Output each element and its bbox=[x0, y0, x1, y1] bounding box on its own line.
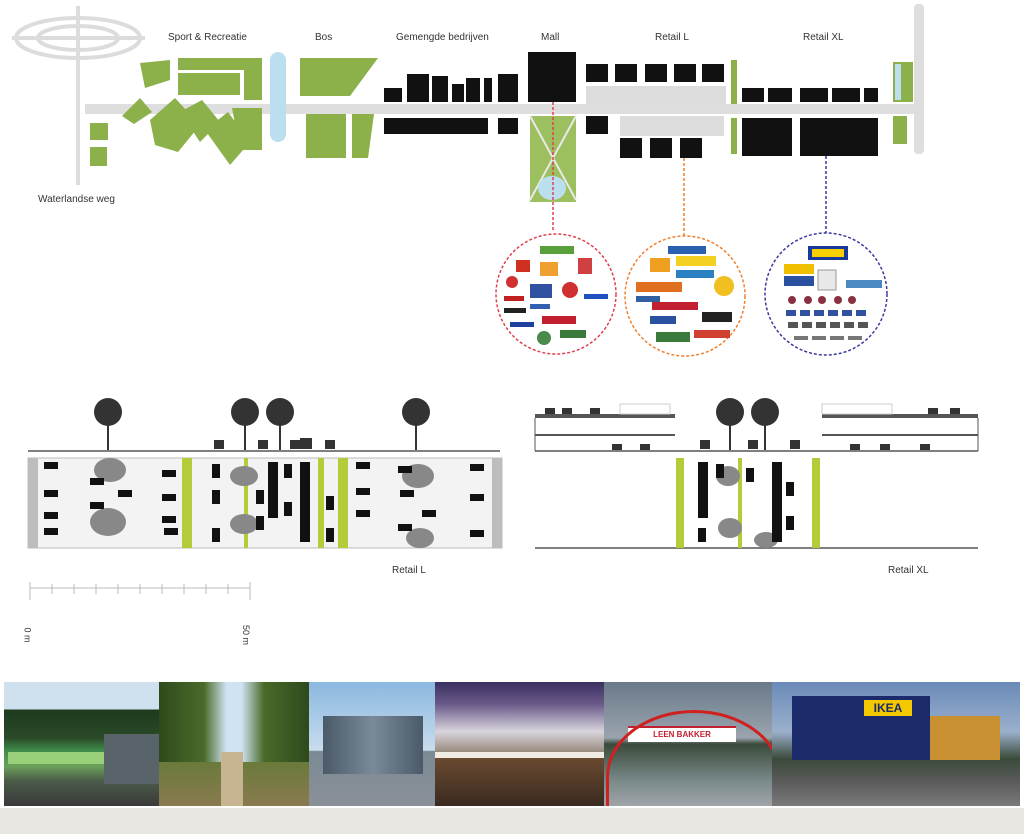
right-road bbox=[914, 4, 924, 154]
photo-mall-interior bbox=[435, 682, 604, 806]
zone-label-mall: Mall bbox=[541, 32, 560, 43]
footer-strip bbox=[0, 808, 1024, 834]
zone-label-retail-l: Retail L bbox=[655, 32, 689, 43]
section-retail-xl bbox=[534, 398, 979, 549]
forest-blocks bbox=[300, 58, 378, 158]
section-retail-l bbox=[27, 398, 503, 549]
photo-forest-path bbox=[159, 682, 309, 806]
retail-xl-brands-circle bbox=[764, 232, 888, 356]
green-strip bbox=[731, 60, 737, 104]
retail-l-blocks bbox=[586, 64, 726, 158]
photo-glass-building bbox=[309, 682, 435, 806]
mall-block bbox=[528, 52, 576, 102]
photo-ikea-store: IKEA bbox=[772, 682, 1020, 806]
tree-icon bbox=[751, 398, 779, 450]
photo-sport-field bbox=[4, 682, 159, 806]
mall-brands-circle bbox=[495, 233, 617, 355]
scale-bar bbox=[29, 582, 251, 600]
zone-label-bos: Bos bbox=[315, 32, 333, 43]
tree-icon bbox=[716, 398, 744, 450]
tree-icon bbox=[266, 398, 294, 450]
zone-label-mixed: Gemengde bedrijven bbox=[396, 32, 489, 43]
main-road bbox=[85, 104, 915, 114]
leen-bakker-logo bbox=[652, 302, 698, 310]
green-strip bbox=[731, 118, 737, 154]
right-park bbox=[893, 62, 913, 144]
badge-5 bbox=[817, 269, 837, 291]
pond-left bbox=[270, 52, 286, 142]
road-interchange bbox=[12, 6, 145, 185]
tree-icon bbox=[231, 398, 259, 450]
tree-icon bbox=[402, 398, 430, 450]
photo-leen-bakker-store: LEEN BAKKER bbox=[604, 682, 772, 806]
scale-start-label: 0 m bbox=[22, 627, 33, 643]
scale-end-label: 50 m bbox=[241, 624, 252, 646]
road-label: Waterlandse weg bbox=[38, 194, 115, 205]
ikea-sign: IKEA bbox=[864, 700, 912, 716]
retail-xl-blocks bbox=[742, 88, 878, 156]
section-label-retail-xl: Retail XL bbox=[888, 565, 929, 576]
mixed-business-blocks bbox=[384, 74, 518, 134]
tree-icon bbox=[94, 398, 122, 450]
sport-recreation-blocks bbox=[90, 58, 262, 166]
retail-l-brands-circle bbox=[624, 235, 746, 357]
zone-label-retail-xl: Retail XL bbox=[803, 32, 844, 43]
zone-label-sport: Sport & Recreatie bbox=[168, 32, 247, 43]
section-label-retail-l: Retail L bbox=[392, 565, 426, 576]
